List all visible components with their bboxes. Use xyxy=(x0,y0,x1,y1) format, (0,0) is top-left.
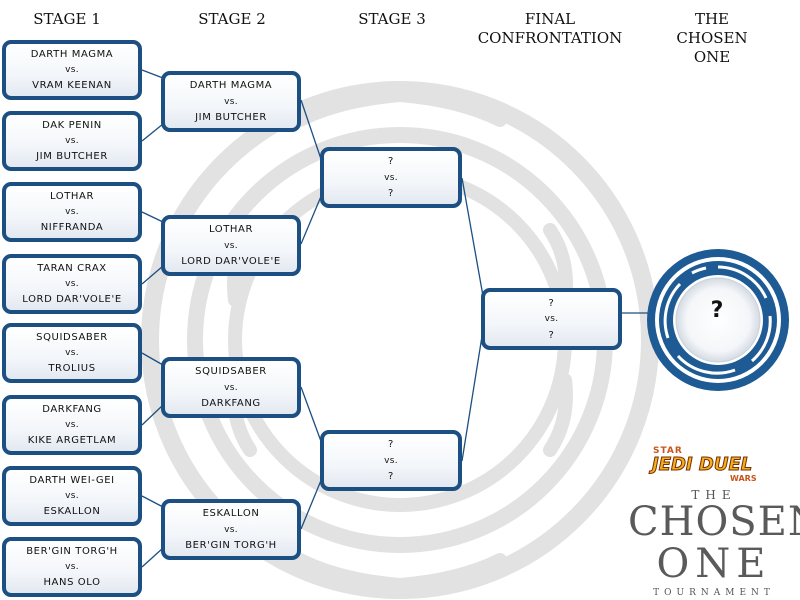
match-stage1-6: DARKFANG vs. KIKE ARGETLAM xyxy=(2,395,142,455)
match-final: ? vs. ? xyxy=(481,288,622,350)
fighter-a: ? xyxy=(388,156,394,168)
vs-label: vs. xyxy=(384,455,398,466)
fighter-b: LORD DAR'VOLE'E xyxy=(22,294,122,305)
header-stage-3: STAGE 3 xyxy=(358,10,426,28)
match-stage2-3: SQUIDSABER vs. DARKFANG xyxy=(161,357,301,418)
header-final-line1: FINAL xyxy=(524,10,576,28)
chosen-one-winner: ? xyxy=(710,298,724,323)
logo-star-text: STAR xyxy=(653,446,683,456)
fighter-a: LOTHAR xyxy=(49,191,95,202)
vs-label: vs. xyxy=(224,96,238,107)
fighter-b: ? xyxy=(548,329,555,341)
header-final-line2: CONFRONTATION xyxy=(477,29,623,47)
logo-the-text: THE xyxy=(691,488,737,502)
match-stage1-4: TARAN CRAX vs. LORD DAR'VOLE'E xyxy=(2,254,142,314)
match-stage3-1: ? vs. ? xyxy=(320,147,462,208)
fighter-b: NIFFRANDA xyxy=(40,222,104,233)
vs-label: vs. xyxy=(65,491,79,501)
fighter-a: BER'GIN TORG'H xyxy=(26,546,118,557)
fighter-b: HANS OLO xyxy=(43,577,101,588)
fighter-a: DAK PENIN xyxy=(42,120,102,131)
fighter-a: DARTH MAGMA xyxy=(30,49,114,60)
fighter-b: JIM BUTCHER xyxy=(36,151,108,162)
fighter-b: ? xyxy=(388,470,394,482)
vs-label: vs. xyxy=(65,136,79,146)
chosen-one-ring-icon xyxy=(647,249,789,391)
header-stage-1: STAGE 1 xyxy=(33,10,101,28)
fighter-a: SQUIDSABER xyxy=(195,366,267,378)
fighter-a: DARKFANG xyxy=(42,404,102,415)
logo-chosen-text: CHOSEN xyxy=(628,499,800,545)
fighter-b: JIM BUTCHER xyxy=(195,111,267,123)
vs-label: vs. xyxy=(384,172,398,183)
fighter-b: VRAM KEENAN xyxy=(32,80,112,91)
match-stage1-7: DARTH WEI-GEI vs. ESKALLON xyxy=(2,466,142,526)
vs-label: vs. xyxy=(65,420,79,430)
match-stage2-1: DARTH MAGMA vs. JIM BUTCHER xyxy=(161,71,301,132)
vs-label: vs. xyxy=(65,65,79,75)
vs-label: vs. xyxy=(65,279,79,289)
match-stage2-2: LOTHAR vs. LORD DAR'VOLE'E xyxy=(161,215,301,276)
match-stage1-2: DAK PENIN vs. JIM BUTCHER xyxy=(2,111,142,171)
header-chosen-line1: THE xyxy=(694,10,730,28)
fighter-a: ? xyxy=(388,439,394,451)
match-stage1-1: DARTH MAGMA vs. VRAM KEENAN xyxy=(2,40,142,100)
fighter-a: TARAN CRAX xyxy=(37,263,107,274)
header-chosen-line3: ONE xyxy=(693,48,731,66)
logo-jedi-duel-text: JEDI DUEL xyxy=(651,454,753,476)
fighter-a: DARTH WEI-GEI xyxy=(29,475,115,486)
fighter-b: BER'GIN TORG'H xyxy=(185,539,277,551)
fighter-b: KIKE ARGETLAM xyxy=(27,435,117,446)
logo-wars-text: WARS xyxy=(730,474,757,483)
vs-label: vs. xyxy=(65,562,79,572)
fighter-b: LORD DAR'VOLE'E xyxy=(181,255,281,267)
fighter-a: LOTHAR xyxy=(208,224,254,236)
vs-label: vs. xyxy=(65,348,79,358)
fighter-a: DARTH MAGMA xyxy=(189,80,273,92)
match-stage3-2: ? vs. ? xyxy=(320,430,462,491)
fighter-a: ? xyxy=(548,297,555,309)
vs-label: vs. xyxy=(65,207,79,217)
vs-label: vs. xyxy=(224,382,238,393)
match-stage1-8: BER'GIN TORG'H vs. HANS OLO xyxy=(2,537,142,597)
vs-label: vs. xyxy=(224,240,238,251)
logo-tournament-text: TOURNAMENT xyxy=(653,588,775,598)
fighter-a: ESKALLON xyxy=(202,508,260,520)
vs-label: vs. xyxy=(224,524,238,535)
fighter-b: TROLIUS xyxy=(48,363,96,374)
fighter-a: SQUIDSABER xyxy=(36,332,108,343)
header-stage-2: STAGE 2 xyxy=(198,10,266,28)
fighter-b: DARKFANG xyxy=(201,397,261,409)
match-stage1-5: SQUIDSABER vs. TROLIUS xyxy=(2,323,142,383)
vs-label: vs. xyxy=(544,314,559,324)
fighter-b: ESKALLON xyxy=(43,506,101,517)
header-chosen-line2: CHOSEN xyxy=(676,29,748,47)
header-final: FINAL CONFRONTATION xyxy=(470,10,630,48)
match-stage2-4: ESKALLON vs. BER'GIN TORG'H xyxy=(161,499,301,560)
fighter-b: ? xyxy=(388,187,394,199)
match-stage1-3: LOTHAR vs. NIFFRANDA xyxy=(2,182,142,242)
header-chosen-one: THE CHOSEN ONE xyxy=(676,10,748,67)
logo-one-text: ONE xyxy=(656,541,772,587)
